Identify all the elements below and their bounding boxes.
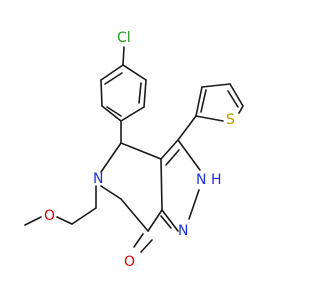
bond <box>106 106 122 117</box>
bond <box>188 189 200 220</box>
bond <box>195 115 224 122</box>
bond <box>147 209 163 232</box>
bond <box>160 215 172 229</box>
pyrazole-nh-hydrogen-label: H <box>211 172 222 188</box>
bond <box>200 89 207 113</box>
bond <box>140 239 153 253</box>
bond <box>71 207 97 225</box>
chlorophenyl-ring <box>100 46 147 144</box>
bond <box>120 142 162 160</box>
bond <box>104 72 123 85</box>
methoxyethyl-chain <box>24 185 97 226</box>
bond <box>143 79 147 108</box>
bond <box>100 185 122 200</box>
bond <box>195 86 203 117</box>
bond <box>122 64 147 81</box>
bond <box>24 216 42 226</box>
molecule-structure-diagram: Cl S N N H N O O <box>24 30 244 270</box>
sulfur-atom-label: S <box>226 112 235 128</box>
bond <box>160 139 179 160</box>
bond <box>177 115 197 141</box>
bond <box>56 216 73 225</box>
bond <box>122 46 125 66</box>
bond <box>138 82 142 104</box>
bond <box>160 158 163 211</box>
bond <box>101 105 122 122</box>
bond <box>100 142 122 173</box>
pyrazole-ring <box>160 139 201 232</box>
carbonyl-oxygen-label: O <box>124 254 135 270</box>
pyrazole-nitrogen-label: N <box>178 223 188 239</box>
bond <box>161 209 179 232</box>
ether-oxygen-label: O <box>44 208 55 224</box>
bond <box>120 106 145 122</box>
thiophene-ring <box>177 83 244 141</box>
bond <box>229 83 244 107</box>
chlorine-atom-label: Cl <box>117 30 131 46</box>
bond <box>165 149 180 166</box>
bond <box>100 79 103 107</box>
bond <box>100 64 124 81</box>
structure-svg: Cl S N N H N O O <box>24 30 244 270</box>
bond <box>177 139 201 171</box>
bond <box>133 233 144 248</box>
bond <box>120 198 149 232</box>
bond <box>201 83 231 88</box>
bond <box>238 105 244 114</box>
ring-nitrogen-atom-label: N <box>93 171 103 187</box>
pyrazole-nh-nitrogen-label: N <box>196 172 206 188</box>
lactam-ring <box>100 142 163 253</box>
bond <box>227 90 239 108</box>
